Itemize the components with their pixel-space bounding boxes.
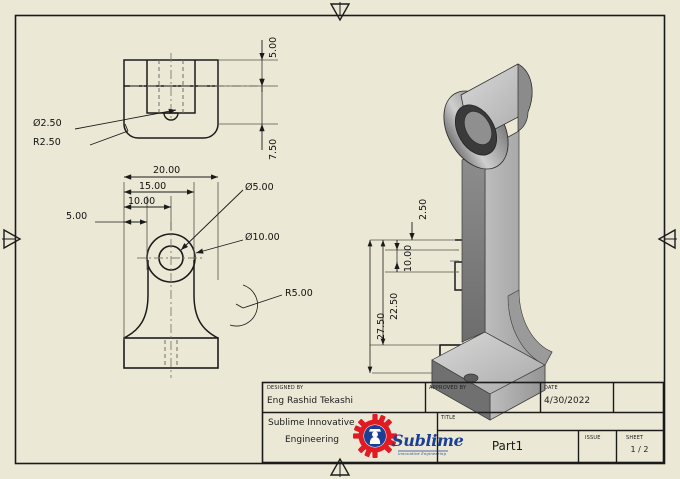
dim-top-r-2-50: R2.50 — [33, 137, 61, 148]
isometric-model-view — [431, 63, 553, 421]
dim-side-27-50: 27.50 — [376, 312, 387, 340]
centering-mark-right — [657, 228, 677, 250]
front-view — [123, 222, 219, 378]
centering-mark-left — [2, 228, 22, 250]
dim-front-20-00: 20.00 — [153, 165, 181, 176]
dim-front-15-00: 15.00 — [139, 181, 167, 192]
dim-top-5-00: 5.00 — [268, 36, 279, 58]
dim-top-dia-2-50: Ø2.50 — [33, 118, 62, 129]
dim-front-dia-5-00: Ø5.00 — [245, 182, 274, 193]
gear-icon — [353, 414, 397, 458]
dim-front-10-00: 10.00 — [128, 196, 156, 207]
dim-front-r-5-00: R5.00 — [285, 288, 313, 299]
dim-top-7-50: 7.50 — [268, 138, 279, 160]
centering-mark-top — [329, 2, 351, 22]
sheet-border — [14, 14, 666, 465]
company-logo — [353, 414, 448, 458]
top-view — [123, 53, 260, 139]
dim-front-5-00: 5.00 — [66, 211, 88, 222]
title-block-grid — [261, 381, 665, 464]
dim-side-2-50: 2.50 — [418, 198, 429, 220]
top-view-dimensions — [74, 40, 278, 150]
side-view-dimensions — [367, 222, 455, 374]
dim-side-22-50: 22.50 — [389, 292, 400, 320]
logo-wordmark: Sublime — [392, 431, 464, 450]
front-view-dimensions — [95, 174, 283, 340]
logo-tagline: Innovative Engineering — [398, 452, 447, 456]
dim-side-10-00: 10.00 — [403, 244, 414, 272]
centering-mark-bottom — [329, 457, 351, 477]
dim-front-dia-10-00: Ø10.00 — [245, 232, 280, 243]
